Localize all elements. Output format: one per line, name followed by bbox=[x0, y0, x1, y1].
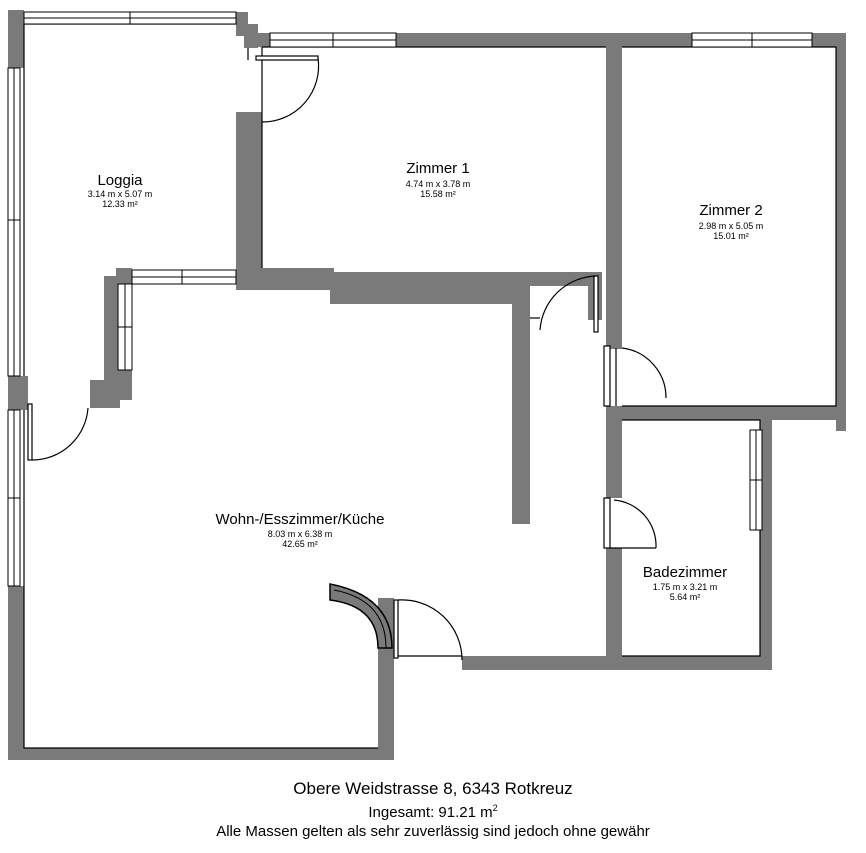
wall-segment bbox=[606, 406, 622, 498]
wall-segment bbox=[606, 33, 622, 349]
room-dims-wohn: 8.03 m x 6.38 m bbox=[268, 529, 333, 539]
room-name-bad: Badezimmer bbox=[643, 564, 727, 581]
wall-segment bbox=[8, 586, 24, 758]
room-area-zimmer1: 15.58 m² bbox=[420, 189, 456, 199]
wall-segment bbox=[8, 376, 28, 410]
room-name-zimmer1: Zimmer 1 bbox=[406, 160, 469, 177]
wohn-outline bbox=[23, 410, 462, 749]
wall-segment bbox=[8, 748, 390, 760]
wall-segment bbox=[8, 10, 24, 68]
wall-segment bbox=[90, 380, 120, 408]
wall-segment bbox=[512, 272, 530, 524]
wall-segment bbox=[606, 656, 770, 670]
room-dims-zimmer1: 4.74 m x 3.78 m bbox=[406, 179, 471, 189]
door bbox=[27, 403, 89, 461]
doors bbox=[27, 55, 667, 661]
wall-segment bbox=[118, 370, 132, 400]
windows bbox=[7, 11, 813, 587]
room-outlines bbox=[23, 23, 837, 749]
curved-wall bbox=[329, 583, 393, 649]
door bbox=[603, 345, 667, 407]
room-area-wohn: 42.65 m² bbox=[282, 539, 318, 549]
wall-segment bbox=[244, 24, 258, 48]
total-area-unit-sup: 2 bbox=[492, 803, 498, 813]
wall-segment bbox=[104, 276, 118, 382]
wall-segment bbox=[606, 548, 622, 670]
door bbox=[530, 275, 599, 333]
room-name-wohn: Wohn-/Esszimmer/Küche bbox=[216, 511, 385, 528]
door bbox=[603, 497, 657, 549]
floor-plan: Loggia 3.14 m x 5.07 m 12.33 m² Zimmer 1… bbox=[7, 10, 846, 760]
wall-segment bbox=[462, 656, 622, 670]
wall-segment bbox=[606, 406, 846, 420]
disclaimer: Alle Massen gelten als sehr zuverlässig … bbox=[216, 823, 650, 840]
room-dims-loggia: 3.14 m x 5.07 m bbox=[88, 189, 153, 199]
wall-segment bbox=[258, 33, 270, 47]
wall-segment bbox=[606, 33, 692, 47]
walls bbox=[8, 10, 846, 760]
room-area-loggia: 12.33 m² bbox=[102, 199, 138, 209]
bad-outline bbox=[622, 419, 761, 657]
wall-segment bbox=[330, 272, 530, 304]
room-dims-zimmer2: 2.98 m x 5.05 m bbox=[699, 221, 764, 231]
wall-segment bbox=[396, 33, 620, 47]
room-labels: Loggia 3.14 m x 5.07 m 12.33 m² Zimmer 1… bbox=[88, 160, 764, 602]
wall-segment bbox=[116, 268, 132, 284]
zimmer1-outline bbox=[261, 46, 606, 268]
total-area-label: Ingesamt: 91.21 m bbox=[368, 804, 493, 821]
wall-segment bbox=[236, 112, 262, 288]
door bbox=[393, 599, 463, 661]
room-name-zimmer2: Zimmer 2 bbox=[699, 202, 762, 219]
room-dims-bad: 1.75 m x 3.21 m bbox=[653, 582, 718, 592]
room-area-bad: 5.64 m² bbox=[670, 592, 701, 602]
door bbox=[255, 55, 320, 123]
room-name-loggia: Loggia bbox=[97, 172, 143, 189]
wall-segment bbox=[236, 268, 334, 290]
wall-segment bbox=[530, 272, 598, 286]
wall-segment bbox=[760, 420, 772, 670]
total-area: Ingesamt: 91.21 m2 bbox=[0, 799, 866, 822]
curved-wall-line bbox=[333, 589, 387, 649]
room-area-zimmer2: 15.01 m² bbox=[713, 231, 749, 241]
plan-footer: Obere Weidstrasse 8, 6343 Rotkreuz Inges… bbox=[0, 778, 866, 842]
wall-segment bbox=[836, 33, 846, 431]
address: Obere Weidstrasse 8, 6343 Rotkreuz bbox=[293, 779, 573, 798]
